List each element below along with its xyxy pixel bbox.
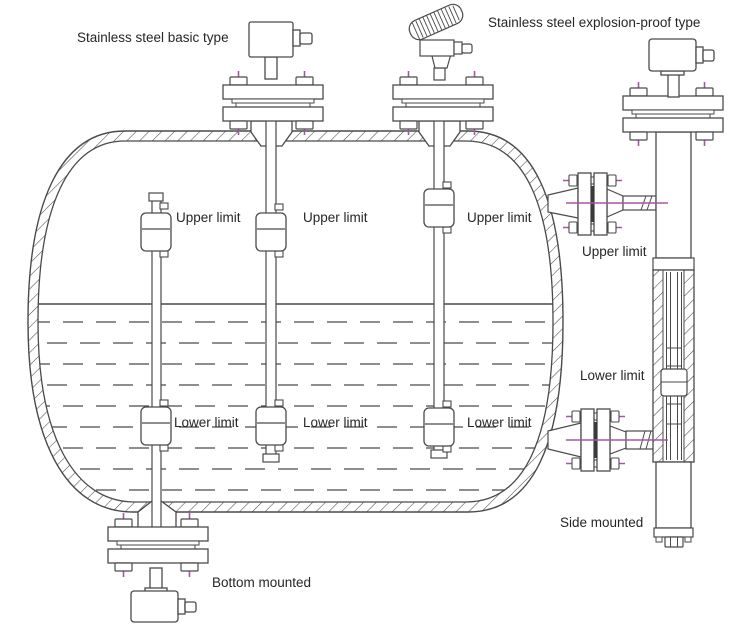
basic-type-head <box>248 21 313 80</box>
label-lower-limit-side: Lower limit <box>580 368 645 383</box>
chamber-drain-plug <box>664 536 684 548</box>
label-upper-limit-1: Upper limit <box>176 210 241 225</box>
label-upper-limit-3: Upper limit <box>467 210 532 225</box>
tank-shell <box>27 130 564 513</box>
label-side-mounted: Side mounted <box>560 515 644 530</box>
mounting-flanges <box>107 70 724 578</box>
label-lower-limit-1: Lower limit <box>174 415 239 430</box>
pipe-centerlines <box>566 202 668 441</box>
floats <box>140 181 455 453</box>
label-upper-limit-2: Upper limit <box>303 210 368 225</box>
tank-nozzles <box>137 120 461 529</box>
bottom-mounted-head <box>130 567 197 623</box>
label-lower-limit-2: Lower limit <box>303 415 368 430</box>
side-mounted-head <box>648 38 715 98</box>
label-lower-limit-3: Lower limit <box>467 415 532 430</box>
explosion-proof-head <box>408 3 473 81</box>
side-mounted-chamber <box>652 131 695 548</box>
liquid-level <box>38 303 553 491</box>
label-bottom-mounted: Bottom mounted <box>212 575 312 590</box>
label-explosion-proof-type: Stainless steel explosion-proof type <box>488 15 701 30</box>
label-upper-limit-side: Upper limit <box>582 244 647 259</box>
side-connection-upper <box>547 172 657 236</box>
label-basic-type: Stainless steel basic type <box>77 30 229 45</box>
